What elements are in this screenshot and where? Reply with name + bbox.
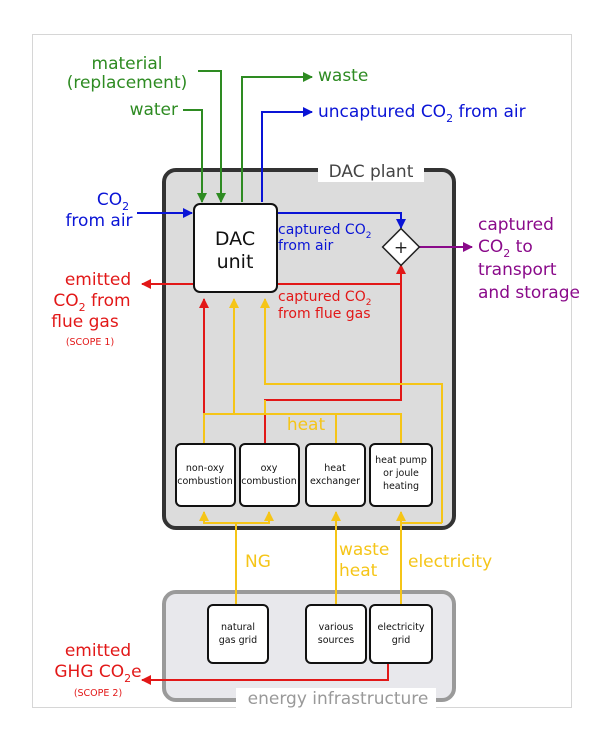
oxy-label-2: combustion: [241, 476, 297, 487]
co2-from-air-label: CO2: [97, 190, 129, 213]
water-flow-arrow: [183, 109, 207, 203]
captured-co2-air-arrow: [277, 212, 406, 229]
emitted-co2-label-2: CO2 from: [53, 291, 130, 314]
heat-collector-line: [203, 413, 402, 444]
co2-from-air-label-2: from air: [65, 211, 132, 231]
electricity-grid-box: [369, 604, 433, 664]
energy-infrastructure-title-bg: [236, 688, 436, 710]
dac-plant-title-bg: [318, 160, 424, 182]
natural-gas-grid-box: [207, 604, 269, 664]
dac-unit-box: [193, 203, 278, 293]
yellow-flows: [199, 298, 443, 605]
mixer-plus-icon: +: [394, 238, 408, 258]
captured-out-label-4: and storage: [478, 283, 580, 303]
heat-pump-label-2: or joule: [383, 468, 419, 479]
waste-heat-label: waste: [339, 540, 389, 560]
emitted-co2-label: emitted: [65, 270, 131, 290]
scope1-label: (SCOPE 1): [66, 337, 114, 348]
material-label: material: [92, 54, 163, 74]
dac-plant-title: DAC plant: [329, 162, 414, 182]
captured-co2-flue-label: captured CO2: [278, 289, 371, 308]
oxy-flue-line: [264, 284, 402, 444]
captured-out-label-3: transport: [478, 260, 557, 280]
waste-label: waste: [318, 66, 368, 86]
water-label: water: [130, 100, 178, 120]
heat-exchanger-label-2: exchanger: [310, 476, 360, 487]
oxy-combustion-box: [239, 443, 300, 507]
ng-supply-oxy: [236, 511, 274, 524]
captured-co2-air-label: captured CO2: [278, 222, 371, 241]
nonoxy-label: non-oxy: [186, 463, 225, 474]
waste-heat-label-2: heat: [339, 561, 378, 581]
heat-label: heat: [287, 415, 326, 435]
heat-exchanger-label: heat: [324, 463, 346, 474]
heat-pump-box: [369, 443, 433, 507]
captured-co2-flue-label-2: from flue gas: [278, 306, 371, 322]
ng-supply-line: [199, 511, 237, 605]
emitted-ghg-label-2: GHG CO2e: [54, 662, 141, 685]
nonoxy-combustion-box: [175, 443, 236, 507]
ng-grid-label-2: gas grid: [219, 635, 257, 646]
electricity-grid-label-2: grid: [392, 635, 411, 646]
ng-label: NG: [245, 552, 271, 572]
oxy-label: oxy: [261, 463, 278, 474]
scope2-label: (SCOPE 2): [74, 688, 122, 699]
mixer-node: [381, 227, 421, 267]
dac-unit-label: DAC: [215, 228, 255, 250]
energy-infrastructure-title: energy infrastructure: [248, 689, 429, 709]
electricity-to-dac-line: [260, 298, 443, 523]
emitted-ghg-arrow: [141, 662, 389, 685]
heat-pump-label: heat pump: [375, 455, 427, 466]
various-sources-box: [305, 604, 367, 664]
captured-co2-air-label-2: from air: [278, 238, 333, 254]
emitted-ghg-label: emitted: [65, 641, 131, 661]
electricity-grid-label: electricity: [377, 622, 424, 633]
captured-out-label: captured: [478, 215, 554, 235]
dac-unit-label-2: unit: [217, 251, 254, 273]
various-sources-label: various: [319, 622, 354, 633]
various-sources-label-2: sources: [318, 635, 355, 646]
blue-flows: [137, 107, 406, 229]
ng-grid-label: natural: [221, 622, 255, 633]
green-flows: [183, 70, 313, 203]
material-label-2: (replacement): [67, 73, 188, 93]
heat-exchanger-box: [305, 443, 366, 507]
material-flow-arrow: [198, 70, 226, 203]
uncaptured-co2-arrow: [261, 107, 313, 202]
waste-flow-arrow: [241, 72, 313, 202]
uncaptured-co2-label: uncaptured CO2 from air: [318, 102, 526, 125]
emitted-co2-label-3: flue gas: [51, 312, 119, 332]
red-flows: [141, 264, 406, 685]
nonoxy-label-2: combustion: [177, 476, 233, 487]
heat-pump-label-3: heating: [383, 481, 419, 492]
captured-out-label-2: CO2 to: [478, 237, 533, 260]
electricity-label: electricity: [408, 552, 492, 572]
